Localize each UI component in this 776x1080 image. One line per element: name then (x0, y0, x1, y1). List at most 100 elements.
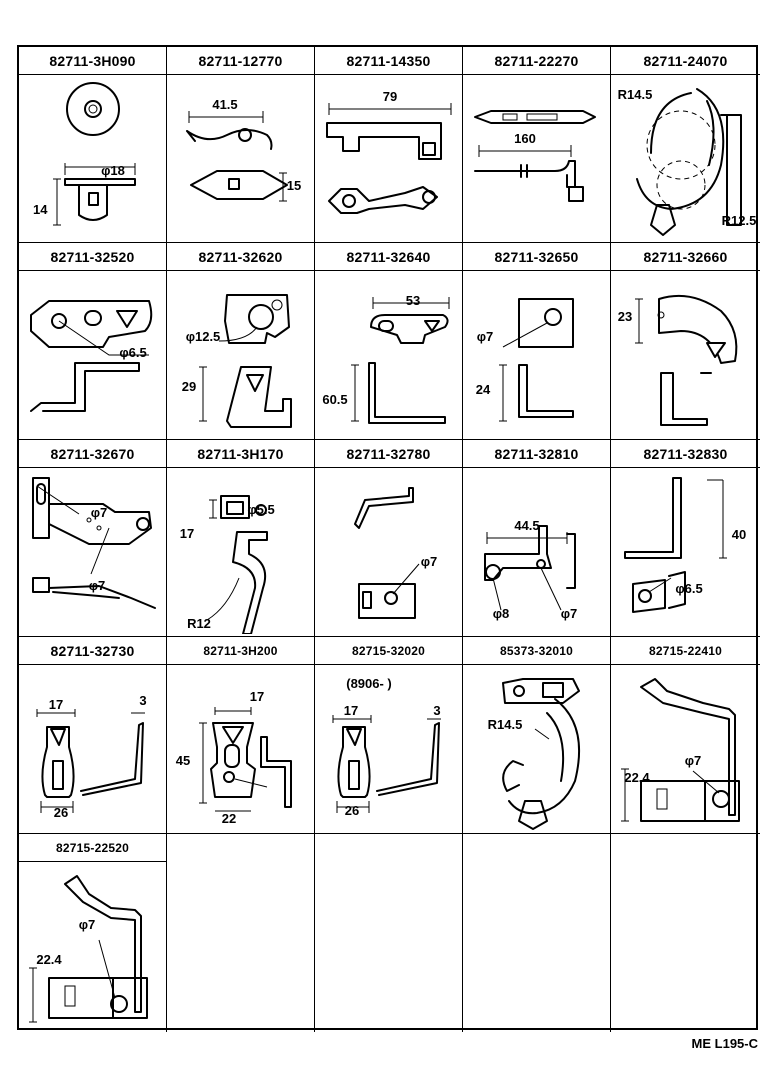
dimension-label: 22 (222, 811, 236, 826)
part-cell: 82715-22410 φ7 22.4 (611, 637, 760, 834)
dimension-label: 17 (250, 689, 264, 704)
dimension-label: 26 (54, 805, 68, 820)
dimension-label: φ5.5 (247, 502, 274, 517)
dimension-label: φ7 (79, 917, 96, 932)
dimension-label: 24 (476, 382, 491, 397)
dimension-label: 26 (345, 803, 359, 818)
part-number: 82711-22270 (463, 47, 610, 75)
part-cell: 82711-32660 23 (611, 243, 760, 440)
dimension-label: φ7 (421, 554, 438, 569)
part-cell: 82711-32830 40 φ6.5 (611, 440, 760, 637)
part-cell: 82711-3H200 17 45 22 (167, 637, 315, 834)
part-number: 82711-32520 (19, 243, 166, 271)
part-drawing: φ7 22.4 (19, 862, 167, 1028)
part-number: 82711-3H200 (167, 637, 314, 665)
dimension-label: φ6.5 (119, 345, 146, 360)
part-number: 82711-32640 (315, 243, 462, 271)
part-number: 82711-32810 (463, 440, 610, 468)
dimension-label: 60.5 (322, 392, 347, 407)
part-cell: 82711-12770 41.5 15 (167, 47, 315, 243)
part-number: 82711-12770 (167, 47, 314, 75)
part-drawing: 17 45 22 (167, 665, 315, 831)
dimension-label: 3 (433, 703, 440, 718)
part-number: 82715-32020 (315, 637, 462, 665)
part-cell: 82711-32640 53 60.5 (315, 243, 463, 440)
dimension-label: 29 (182, 379, 196, 394)
part-drawing: 40 φ6.5 (611, 468, 759, 634)
dimension-label: 22.4 (624, 770, 650, 785)
part-drawing: 44.5 φ8 φ7 (463, 468, 611, 634)
sheet-code: ME L195-C (691, 1036, 758, 1051)
dimension-label: 17 (180, 526, 194, 541)
part-drawing: φ7 22.4 (611, 665, 759, 831)
dimension-label: 3 (139, 693, 146, 708)
dimension-label: φ7 (477, 329, 494, 344)
dimension-label: φ18 (101, 163, 125, 178)
part-number: 82711-32620 (167, 243, 314, 271)
part-cell: 82715-32020 (8906- ) 17 3 26 (315, 637, 463, 834)
part-number: 82711-3H170 (167, 440, 314, 468)
part-cell (315, 834, 463, 1032)
part-drawing: 17 3 26 (19, 665, 167, 831)
part-number: 82711-32730 (19, 637, 166, 665)
part-drawing: R14.5 (463, 665, 611, 831)
dimension-label: 15 (287, 178, 301, 193)
part-cell: 85373-32010 R14.5 (463, 637, 611, 834)
dimension-label: 53 (406, 293, 420, 308)
dimension-label: 44.5 (514, 518, 539, 533)
part-cell: 82711-32810 44.5 φ8 φ7 (463, 440, 611, 637)
part-drawing: (8906- ) 17 3 26 (315, 665, 463, 831)
dimension-label: φ8 (493, 606, 510, 621)
dimension-label: (8906- ) (346, 676, 392, 691)
part-cell (463, 834, 611, 1032)
part-number: 82711-24070 (611, 47, 760, 75)
part-cell: 82711-32780 φ7 (315, 440, 463, 637)
dimension-label: R12 (187, 616, 211, 631)
part-number: 85373-32010 (463, 637, 610, 665)
part-number: 82711-32780 (315, 440, 462, 468)
dimension-label: R14.5 (618, 87, 653, 102)
part-cell (611, 834, 760, 1032)
part-number: 82711-32830 (611, 440, 760, 468)
dimension-label: 22.4 (36, 952, 62, 967)
part-number: 82711-14350 (315, 47, 462, 75)
part-drawing: φ7 24 (463, 271, 611, 437)
dimension-label: φ7 (561, 606, 578, 621)
dimension-label: φ6.5 (675, 581, 702, 596)
part-cell: 82711-22270 160 (463, 47, 611, 243)
dimension-label: R12.5 (722, 213, 757, 228)
dimension-label: φ7 (89, 578, 106, 593)
part-drawing: φ7 (315, 468, 463, 634)
dimension-label: 17 (49, 697, 63, 712)
part-drawing: φ6.5 (19, 271, 167, 437)
dimension-label: 41.5 (212, 97, 237, 112)
part-drawing: 23 (611, 271, 759, 437)
part-cell: 82711-14350 79 (315, 47, 463, 243)
part-drawing: 53 60.5 (315, 271, 463, 437)
part-number: 82715-22410 (611, 637, 760, 665)
part-cell: 82711-32520 φ6.5 (19, 243, 167, 440)
dimension-label: 17 (344, 703, 358, 718)
part-cell: 82715-22520 φ7 22.4 (19, 834, 167, 1032)
part-cell: 82711-32650 φ7 24 (463, 243, 611, 440)
part-number: 82711-32650 (463, 243, 610, 271)
dimension-label: φ7 (685, 753, 702, 768)
part-cell (167, 834, 315, 1032)
part-drawing: 160 (463, 75, 611, 241)
part-number: 82711-3H090 (19, 47, 166, 75)
part-number: 82715-22520 (19, 834, 166, 862)
dimension-label: 40 (732, 527, 746, 542)
dimension-label: 45 (176, 753, 190, 768)
dimension-label: 79 (383, 89, 397, 104)
dimension-label: 160 (514, 131, 536, 146)
